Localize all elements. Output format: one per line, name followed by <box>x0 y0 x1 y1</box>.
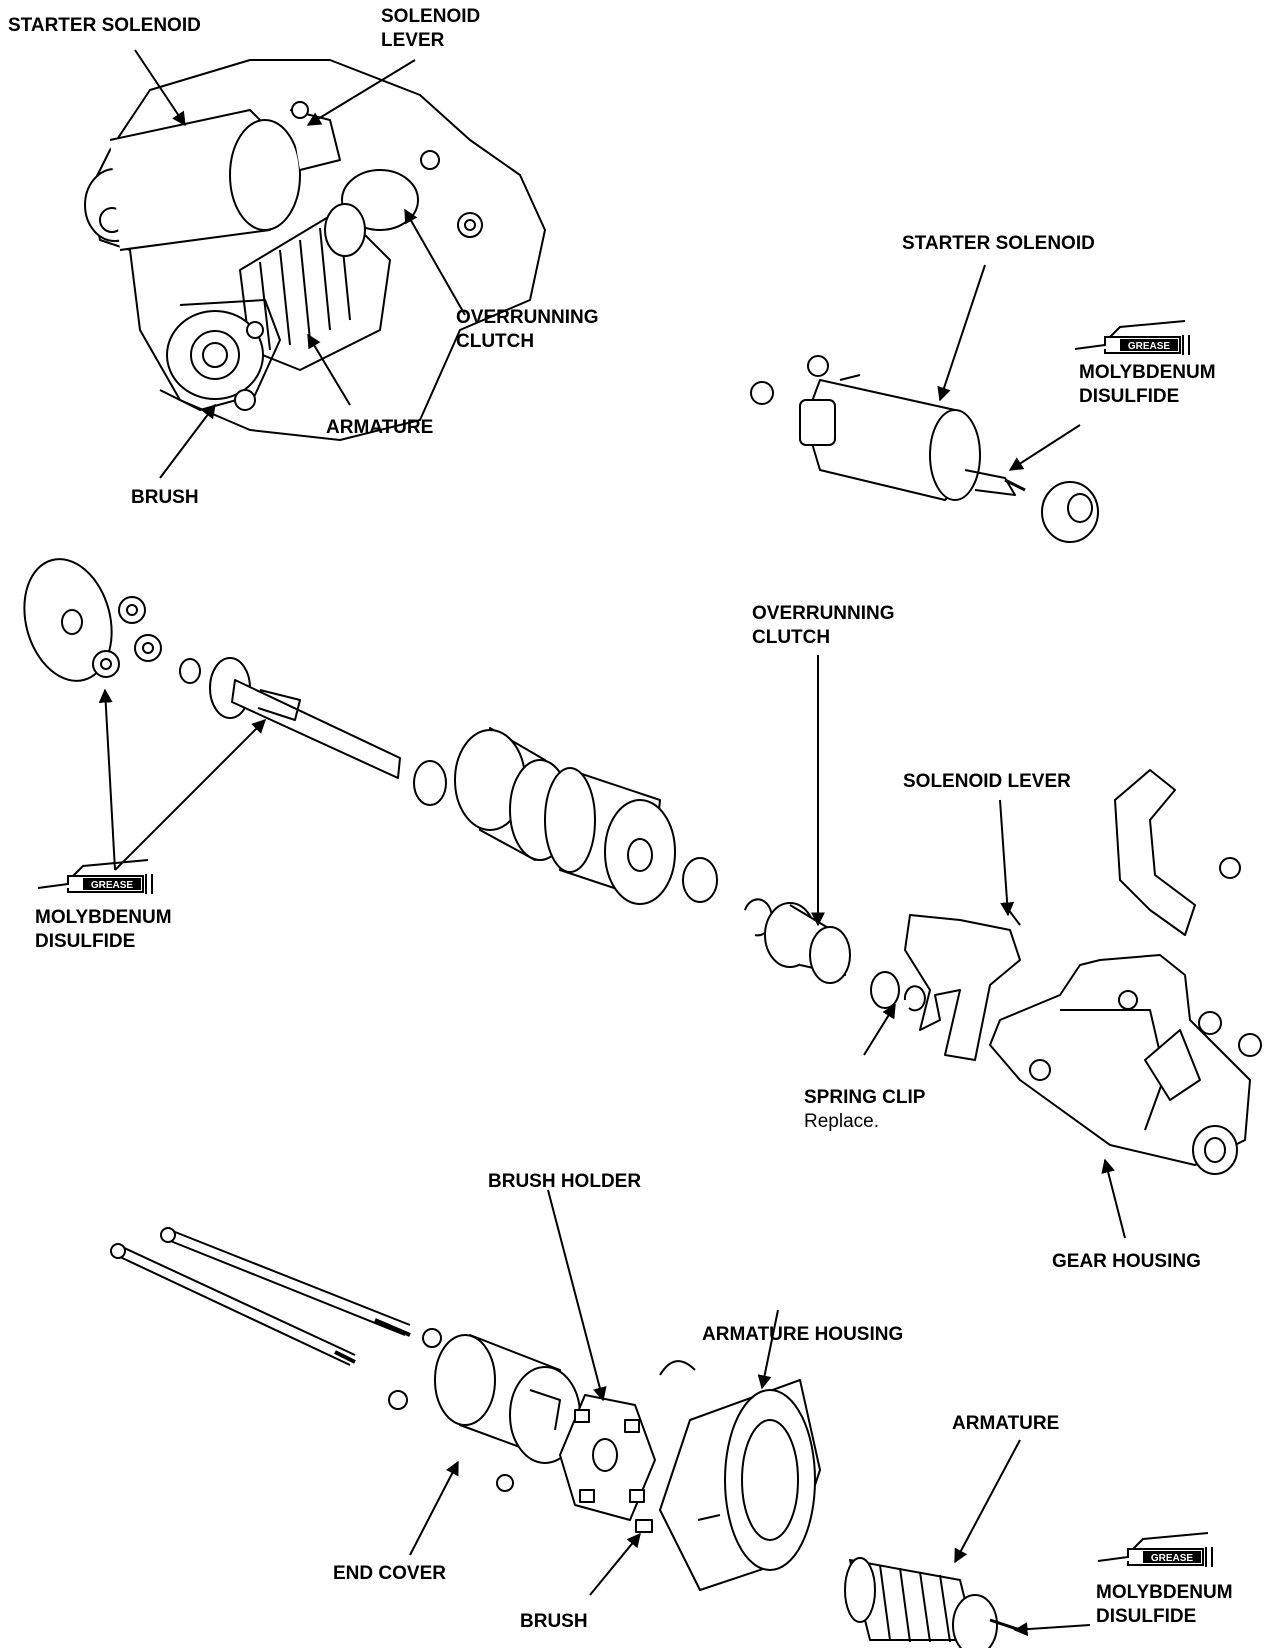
label-spring-clip: SPRING CLIP Replace. <box>804 1086 925 1134</box>
clutch-and-lever-parts <box>764 902 1021 1061</box>
label-line: SOLENOID <box>381 6 481 27</box>
label-starter-solenoid-top: STARTER SOLENOID <box>8 15 201 36</box>
label-line: OVERRUNNING <box>456 307 599 328</box>
label-brush-holder: BRUSH HOLDER <box>488 1171 642 1192</box>
armature-housing-part <box>659 1360 821 1591</box>
label-line: OVERRUNNING <box>752 603 895 624</box>
label-moly-solenoid: MOLYBDENUM DISULFIDE <box>1079 361 1216 409</box>
label-line: CLUTCH <box>456 331 535 352</box>
label-note: Replace. <box>804 1111 879 1132</box>
gear-train-parts <box>23 558 773 937</box>
grease-tag-text: GREASE <box>1151 1553 1194 1564</box>
label-solenoid-lever-top: SOLENOID LEVER <box>381 5 480 53</box>
grease-tag-text: GREASE <box>91 880 134 891</box>
label-line: DISULFIDE <box>1079 386 1180 407</box>
label-gear-housing: GEAR HOUSING <box>1052 1251 1201 1272</box>
moly-bracket-lines <box>98 688 266 871</box>
label-brush-top: BRUSH <box>131 487 199 508</box>
label-line: DISULFIDE <box>35 931 136 952</box>
label-line: DISULFIDE <box>1096 1606 1197 1627</box>
end-cover-parts <box>110 1227 581 1492</box>
label-line: CLUTCH <box>752 627 831 648</box>
assembled-starter <box>84 59 546 441</box>
leader-lines <box>134 49 1126 1637</box>
label-end-cover: END COVER <box>333 1563 446 1584</box>
label-armature-top: ARMATURE <box>326 417 434 438</box>
label-overrunning-clutch-top: OVERRUNNING CLUTCH <box>456 306 599 354</box>
label-armature-housing: ARMATURE HOUSING <box>702 1324 904 1345</box>
label-line: MOLYBDENUM <box>1079 362 1216 383</box>
label-armature-bottom: ARMATURE <box>952 1413 1060 1434</box>
starter-solenoid-part <box>750 355 1099 543</box>
label-line: MOLYBDENUM <box>1096 1582 1233 1603</box>
grease-gun-icon: GREASE <box>1097 1532 1213 1567</box>
gear-housing-part <box>989 769 1262 1175</box>
grease-gun-icon: GREASE <box>1074 320 1190 355</box>
label-starter-solenoid-right: STARTER SOLENOID <box>902 233 1095 254</box>
label-brush-bottom: BRUSH <box>520 1611 588 1632</box>
label-line: MOLYBDENUM <box>35 907 172 928</box>
grease-tag-text: GREASE <box>1128 341 1171 352</box>
label-moly-bottom: MOLYBDENUM DISULFIDE <box>1096 1581 1233 1629</box>
label-overrunning-clutch-mid: OVERRUNNING CLUTCH <box>752 602 895 650</box>
label-solenoid-lever-mid: SOLENOID LEVER <box>903 771 1071 792</box>
label-line: SPRING CLIP <box>804 1087 926 1108</box>
armature-part <box>844 1557 1021 1648</box>
grease-gun-icon: GREASE <box>37 859 153 894</box>
brush-holder-part <box>559 1394 656 1533</box>
label-line: LEVER <box>381 30 445 51</box>
label-moly-mid: MOLYBDENUM DISULFIDE <box>35 906 172 954</box>
